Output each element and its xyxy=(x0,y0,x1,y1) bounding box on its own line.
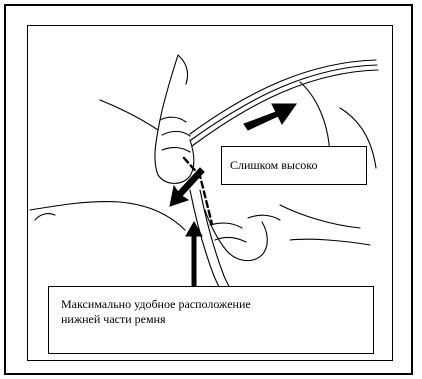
arrow-toward-lap-position xyxy=(170,168,204,206)
best-position-label-line1: Максимально удобное расположение xyxy=(61,297,373,312)
arrow-toward-high-position xyxy=(244,104,296,130)
too-high-dashed-line xyxy=(184,158,212,224)
lower-hand-outline xyxy=(205,210,267,261)
best-position-label-line2: нижней части ремня xyxy=(61,312,373,327)
shoulder-belt-band-edge xyxy=(191,65,377,140)
best-position-callout: Максимально удобное расположение нижней … xyxy=(48,286,374,354)
arrow-pointing-up-to-lap xyxy=(186,222,202,286)
seat-contour xyxy=(30,202,185,230)
too-high-callout: Слишком высоко xyxy=(221,146,367,185)
too-high-label: Слишком высоко xyxy=(230,158,318,172)
